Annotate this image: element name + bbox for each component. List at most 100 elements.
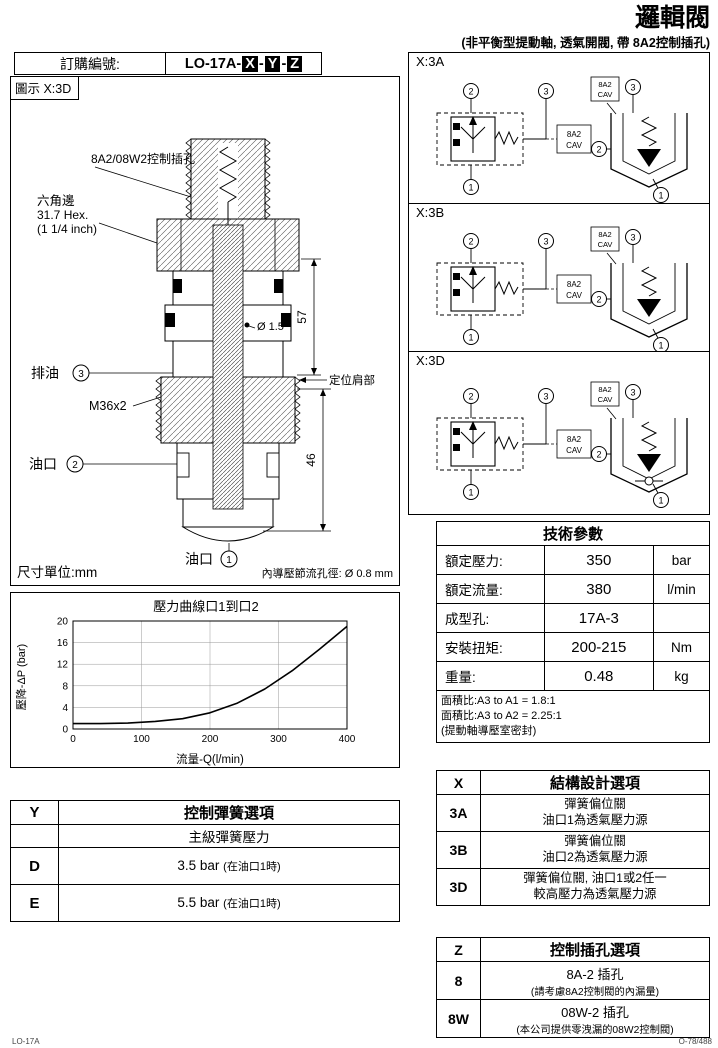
order-sep2: - <box>281 55 287 72</box>
cavity-desc-line2: (本公司提供零洩漏的08W2控制閥) <box>516 1024 674 1036</box>
schematic-label-3b: X:3B <box>413 205 448 220</box>
tech-row-label: 重量: <box>436 661 545 691</box>
shoulder-annotation: 定位肩部 <box>329 373 375 387</box>
svg-text:0: 0 <box>70 734 76 745</box>
hex-annotation-line2: 31.7 Hex. <box>37 208 88 222</box>
footer-right: O-78/488 <box>678 1037 712 1046</box>
svg-text:4: 4 <box>62 703 68 714</box>
schematic-label-3d: X:3D <box>413 353 448 368</box>
tech-row-value: 200-215 <box>543 632 655 662</box>
order-option-x: X <box>242 55 258 72</box>
spring-pressure: 3.5 bar <box>177 858 220 873</box>
x-table-title: 結構設計選項 <box>480 770 710 795</box>
y-empty-cell <box>10 824 59 848</box>
tech-row-value: 17A-3 <box>543 603 655 633</box>
design-desc-line1: 彈簧偏位關 <box>564 797 626 812</box>
spring-pressure-note: (在油口1時) <box>223 898 281 910</box>
svg-text:400: 400 <box>339 734 356 745</box>
schematic-label-3a: X:3A <box>413 54 448 69</box>
design-desc-line2: 較高壓力為透氣壓力源 <box>533 887 657 901</box>
design-desc-line1: 彈簧偏位關 <box>564 834 626 849</box>
schematic-section-3b: X:3B <box>408 203 710 354</box>
cavity-desc-line1: 8A-2 插孔 <box>566 966 624 982</box>
spring-pressure: 5.5 bar <box>177 895 220 910</box>
design-desc-line1: 彈簧偏位關, 油口1或2任一 <box>523 871 667 886</box>
cavity-option-desc: 08W-2 插孔 (本公司提供零洩漏的08W2控制閥) <box>480 999 710 1038</box>
sealed-chamber-note: (提動軸導壓室密封) <box>441 724 537 737</box>
cavity-option-code: 8W <box>436 999 481 1038</box>
order-sep1: - <box>258 55 264 72</box>
cavity-desc-line1: 08W-2 插孔 <box>561 1004 629 1020</box>
order-number-code: LO-17A- X - Y - Z <box>166 53 321 74</box>
drawing-view-label: 圖示 X:3D <box>11 77 80 100</box>
thread-annotation: M36x2 <box>89 399 127 413</box>
design-options-table: X 結構設計選項 3A 彈簧偏位關 油口1為透氣壓力源 3B 彈簧偏位關 油口2… <box>436 770 710 906</box>
spring-option-code: E <box>10 884 59 922</box>
dimension-46: 46 <box>304 453 318 467</box>
z-table-title: 控制插孔選項 <box>480 937 710 962</box>
tech-row-unit: kg <box>653 661 710 691</box>
svg-text:0: 0 <box>62 725 68 736</box>
tech-row-label: 成型孔: <box>436 603 545 633</box>
svg-text:200: 200 <box>202 734 219 745</box>
chart-x-axis-label: 流量-Q(l/min) <box>176 752 244 766</box>
tech-table-title: 技術參數 <box>436 521 710 546</box>
x-code-header: X <box>436 770 481 795</box>
schematic-section-3d: X:3D <box>408 351 710 515</box>
footer-left: LO-17A <box>12 1037 40 1046</box>
cavity-option-code: 8 <box>436 961 481 1000</box>
svg-text:8: 8 <box>62 681 68 692</box>
drain-port-annotation: 排油 <box>31 365 59 381</box>
cavity-options-table: Z 控制插孔選項 8 8A-2 插孔 (請考慮8A2控制閥的內漏量) 8W 08… <box>436 937 710 1038</box>
pilot-orifice-note: 內導壓節流孔徑: Ø 0.8 mm <box>261 568 393 580</box>
order-option-y: Y <box>264 55 281 72</box>
design-option-desc: 彈簧偏位關 油口1為透氣壓力源 <box>480 794 710 832</box>
dimension-unit-label: 尺寸單位:mm <box>17 565 98 580</box>
hex-annotation-line1: 六角邊 <box>37 194 75 208</box>
tech-row-value: 380 <box>543 574 655 604</box>
hex-annotation-line3: (1 1/4 inch) <box>37 222 97 236</box>
tech-row-label: 安裝扭矩: <box>436 632 545 662</box>
page-subtitle: (非平衡型提動軸, 透氣開閥, 帶 8A2控制插孔) <box>461 36 710 50</box>
design-desc-line2: 油口2為透氣壓力源 <box>542 850 648 864</box>
tech-notes: 面積比:A3 to A1 = 1.8:1 面積比:A3 to A2 = 2.25… <box>436 690 710 743</box>
cavity-option-desc: 8A-2 插孔 (請考慮8A2控制閥的內漏量) <box>480 961 710 1000</box>
technical-parameters-table: 技術參數 額定壓力: 350 bar 額定流量: 380 l/min 成型孔: … <box>436 521 710 743</box>
spring-options-table: Y 控制彈簧選項 主級彈簧壓力 D 3.5 bar (在油口1時) E 5.5 … <box>10 800 400 922</box>
svg-text:20: 20 <box>57 617 69 628</box>
svg-text:100: 100 <box>133 734 150 745</box>
y-table-subtitle: 主級彈簧壓力 <box>58 824 400 848</box>
tech-row-label: 額定壓力: <box>436 545 545 575</box>
area-ratio-note-2: 面積比:A3 to A2 = 2.25:1 <box>441 709 562 722</box>
design-option-desc: 彈簧偏位關 油口2為透氣壓力源 <box>480 831 710 869</box>
valve-cross-section-drawing: 8A2/08W2控制插孔 六角邊 31.7 Hex. (1 1/4 inch) … <box>29 138 375 568</box>
y-table-title: 控制彈簧選項 <box>58 800 400 825</box>
design-option-code: 3B <box>436 831 481 869</box>
tech-row-label: 額定流量: <box>436 574 545 604</box>
port1-annotation: 油口 <box>185 551 213 567</box>
spring-option-value: 3.5 bar (在油口1時) <box>58 847 400 885</box>
spring-option-code: D <box>10 847 59 885</box>
chart-title: 壓力曲線口1到口2 <box>153 599 258 614</box>
port2-number: 2 <box>72 460 78 471</box>
svg-text:300: 300 <box>270 734 287 745</box>
port2-annotation: 油口 <box>29 456 57 472</box>
dimension-57: 57 <box>295 310 309 324</box>
tech-row-value: 0.48 <box>543 661 655 691</box>
z-code-header: Z <box>436 937 481 962</box>
cavity-desc-line2: (請考慮8A2控制閥的內漏量) <box>530 986 660 998</box>
design-option-code: 3A <box>436 794 481 832</box>
tech-row-value: 350 <box>543 545 655 575</box>
order-number-label: 訂購編號: <box>15 53 166 74</box>
order-number-box: 訂購編號: LO-17A- X - Y - Z <box>14 52 322 75</box>
tech-row-unit: l/min <box>653 574 710 604</box>
design-option-code: 3D <box>436 868 481 906</box>
port1-number: 1 <box>226 555 232 566</box>
spring-option-value: 5.5 bar (在油口1時) <box>58 884 400 922</box>
tech-row-unit: Nm <box>653 632 710 662</box>
control-port-annotation: 8A2/08W2控制插孔 <box>91 152 195 166</box>
tech-row-unit <box>653 603 710 633</box>
